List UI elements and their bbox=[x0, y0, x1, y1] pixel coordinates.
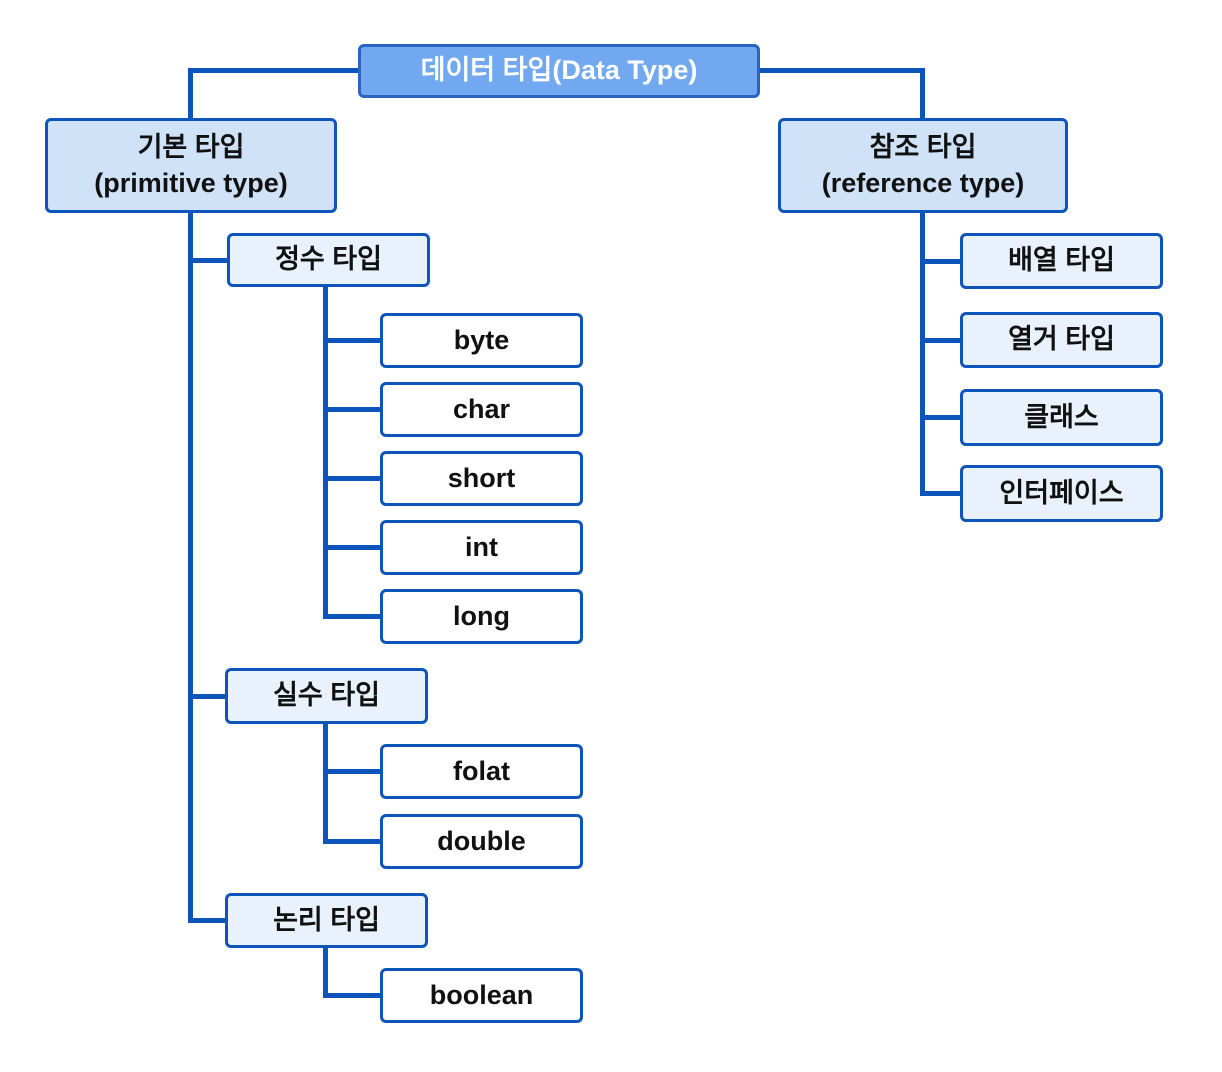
connector-line bbox=[920, 491, 960, 496]
leaf-node-folat: folat bbox=[380, 744, 583, 799]
leaf-node-byte: byte bbox=[380, 313, 583, 368]
group-node-label: 배열 타입 bbox=[1008, 245, 1115, 276]
leaf-node-boolean: boolean bbox=[380, 968, 583, 1023]
connector-line bbox=[323, 993, 380, 998]
connector-line bbox=[323, 545, 380, 550]
connector-line bbox=[323, 769, 380, 774]
group-node-label: 인터페이스 bbox=[999, 477, 1124, 508]
connector-line bbox=[323, 338, 380, 343]
group-node-enum-type: 열거 타입 bbox=[960, 312, 1163, 368]
root-node-label: 데이터 타입(Data Type) bbox=[420, 55, 698, 86]
connector-line bbox=[760, 68, 925, 73]
group-node-label: 클래스 bbox=[1024, 401, 1099, 432]
connector-line bbox=[188, 694, 225, 699]
leaf-node-label: byte bbox=[453, 324, 510, 355]
connector-line bbox=[920, 213, 925, 496]
group-node-array-type: 배열 타입 bbox=[960, 233, 1163, 289]
group-node-label: 열거 타입 bbox=[1008, 324, 1115, 355]
branch-label-en: (primitive type) bbox=[94, 167, 288, 198]
leaf-node-long: long bbox=[380, 589, 583, 644]
connector-line bbox=[920, 68, 925, 118]
root-node-data-type: 데이터 타입(Data Type) bbox=[358, 44, 760, 98]
branch-node-primitive-type: 기본 타입 (primitive type) bbox=[45, 118, 337, 213]
connector-line bbox=[920, 259, 960, 264]
branch-label-ko: 기본 타입 bbox=[137, 132, 245, 163]
leaf-node-label: folat bbox=[453, 755, 510, 786]
group-node-class: 클래스 bbox=[960, 389, 1163, 446]
connector-line bbox=[323, 724, 328, 844]
leaf-node-label: int bbox=[465, 531, 498, 562]
connector-line bbox=[323, 407, 380, 412]
connector-line bbox=[323, 287, 328, 619]
group-node-interface: 인터페이스 bbox=[960, 465, 1163, 522]
group-node-label: 실수 타입 bbox=[273, 680, 380, 711]
connector-line bbox=[188, 68, 358, 73]
connector-line bbox=[323, 948, 328, 998]
connector-line bbox=[188, 258, 227, 263]
leaf-node-label: long bbox=[453, 600, 510, 631]
connector-line bbox=[920, 415, 960, 420]
branch-node-reference-type: 참조 타입 (reference type) bbox=[778, 118, 1068, 213]
leaf-node-label: boolean bbox=[429, 979, 534, 1010]
connector-line bbox=[188, 213, 193, 923]
group-node-real-type: 실수 타입 bbox=[225, 668, 428, 724]
branch-label-en: (reference type) bbox=[821, 167, 1025, 198]
leaf-node-char: char bbox=[380, 382, 583, 437]
leaf-node-label: char bbox=[452, 393, 511, 424]
connector-line bbox=[323, 614, 380, 619]
group-node-label: 정수 타입 bbox=[275, 244, 382, 275]
group-node-logical-type: 논리 타입 bbox=[225, 893, 428, 948]
leaf-node-int: int bbox=[380, 520, 583, 575]
connector-line bbox=[188, 918, 225, 923]
branch-label-ko: 참조 타입 bbox=[869, 132, 977, 163]
connector-line bbox=[188, 68, 193, 118]
group-node-label: 논리 타입 bbox=[273, 904, 380, 935]
leaf-node-double: double bbox=[380, 814, 583, 869]
connector-line bbox=[920, 338, 960, 343]
group-node-integer-type: 정수 타입 bbox=[227, 233, 430, 287]
leaf-node-short: short bbox=[380, 451, 583, 506]
connector-line bbox=[323, 839, 380, 844]
connector-line bbox=[323, 476, 380, 481]
leaf-node-label: double bbox=[437, 825, 526, 856]
leaf-node-label: short bbox=[447, 462, 516, 493]
